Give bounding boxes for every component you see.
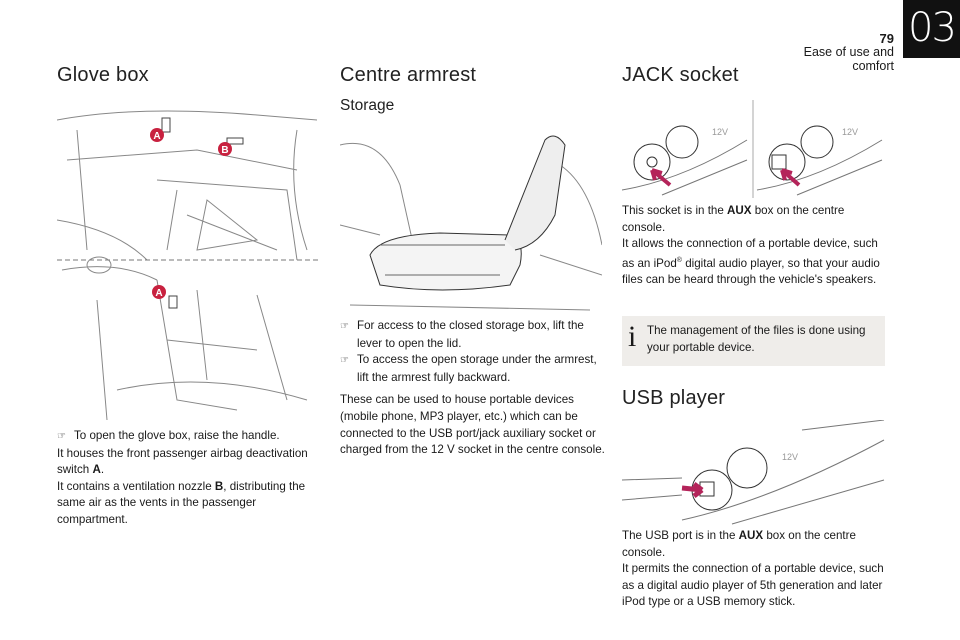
info-box: i The management of the files is done us… bbox=[622, 316, 885, 366]
label-a: A bbox=[153, 131, 160, 142]
info-text: The management of the files is done usin… bbox=[647, 324, 866, 354]
armrest-paragraph: These can be used to house portable devi… bbox=[340, 393, 605, 457]
hand-pointer-icon: ☞ bbox=[340, 355, 349, 367]
page-number: 79 bbox=[879, 31, 894, 46]
usb-title: USB player bbox=[622, 387, 726, 409]
glove-box-illustration: A B A bbox=[57, 110, 319, 421]
bullet-item: ☞To open the glove box, raise the handle… bbox=[57, 428, 319, 446]
usb-port-illustration: 12V bbox=[622, 420, 885, 525]
armrest-title: Centre armrest bbox=[340, 64, 477, 86]
hand-pointer-icon: ☞ bbox=[340, 321, 349, 332]
jack-text: This socket is in the AUX box on the cen… bbox=[622, 204, 880, 287]
armrest-illustration bbox=[340, 135, 602, 311]
chapter-tab: 03 bbox=[903, 0, 960, 58]
glove-box-title: Glove box bbox=[57, 64, 149, 86]
bullet-item: ☞To access the open storage under the ar… bbox=[340, 353, 597, 384]
usb-text: The USB port is in the AUX box on the ce… bbox=[622, 529, 884, 609]
bullet-item: ☞For access to the closed storage box, l… bbox=[340, 319, 584, 350]
svg-text:12V: 12V bbox=[782, 452, 798, 462]
section-title: Ease of use and comfort bbox=[803, 45, 894, 73]
glove-box-text: ☞To open the glove box, raise the handle… bbox=[57, 428, 319, 529]
jack-socket-illustration: 12V 12V bbox=[622, 100, 883, 198]
info-icon: i bbox=[628, 320, 637, 353]
armrest-text: ☞For access to the closed storage box, l… bbox=[340, 318, 605, 459]
storage-subtitle: Storage bbox=[340, 97, 395, 114]
svg-text:12V: 12V bbox=[712, 127, 728, 137]
label-b: B bbox=[221, 145, 228, 156]
jack-title: JACK socket bbox=[622, 64, 739, 86]
label-a: A bbox=[155, 288, 162, 299]
hand-pointer-icon: ☞ bbox=[57, 431, 66, 442]
svg-text:12V: 12V bbox=[842, 127, 858, 137]
